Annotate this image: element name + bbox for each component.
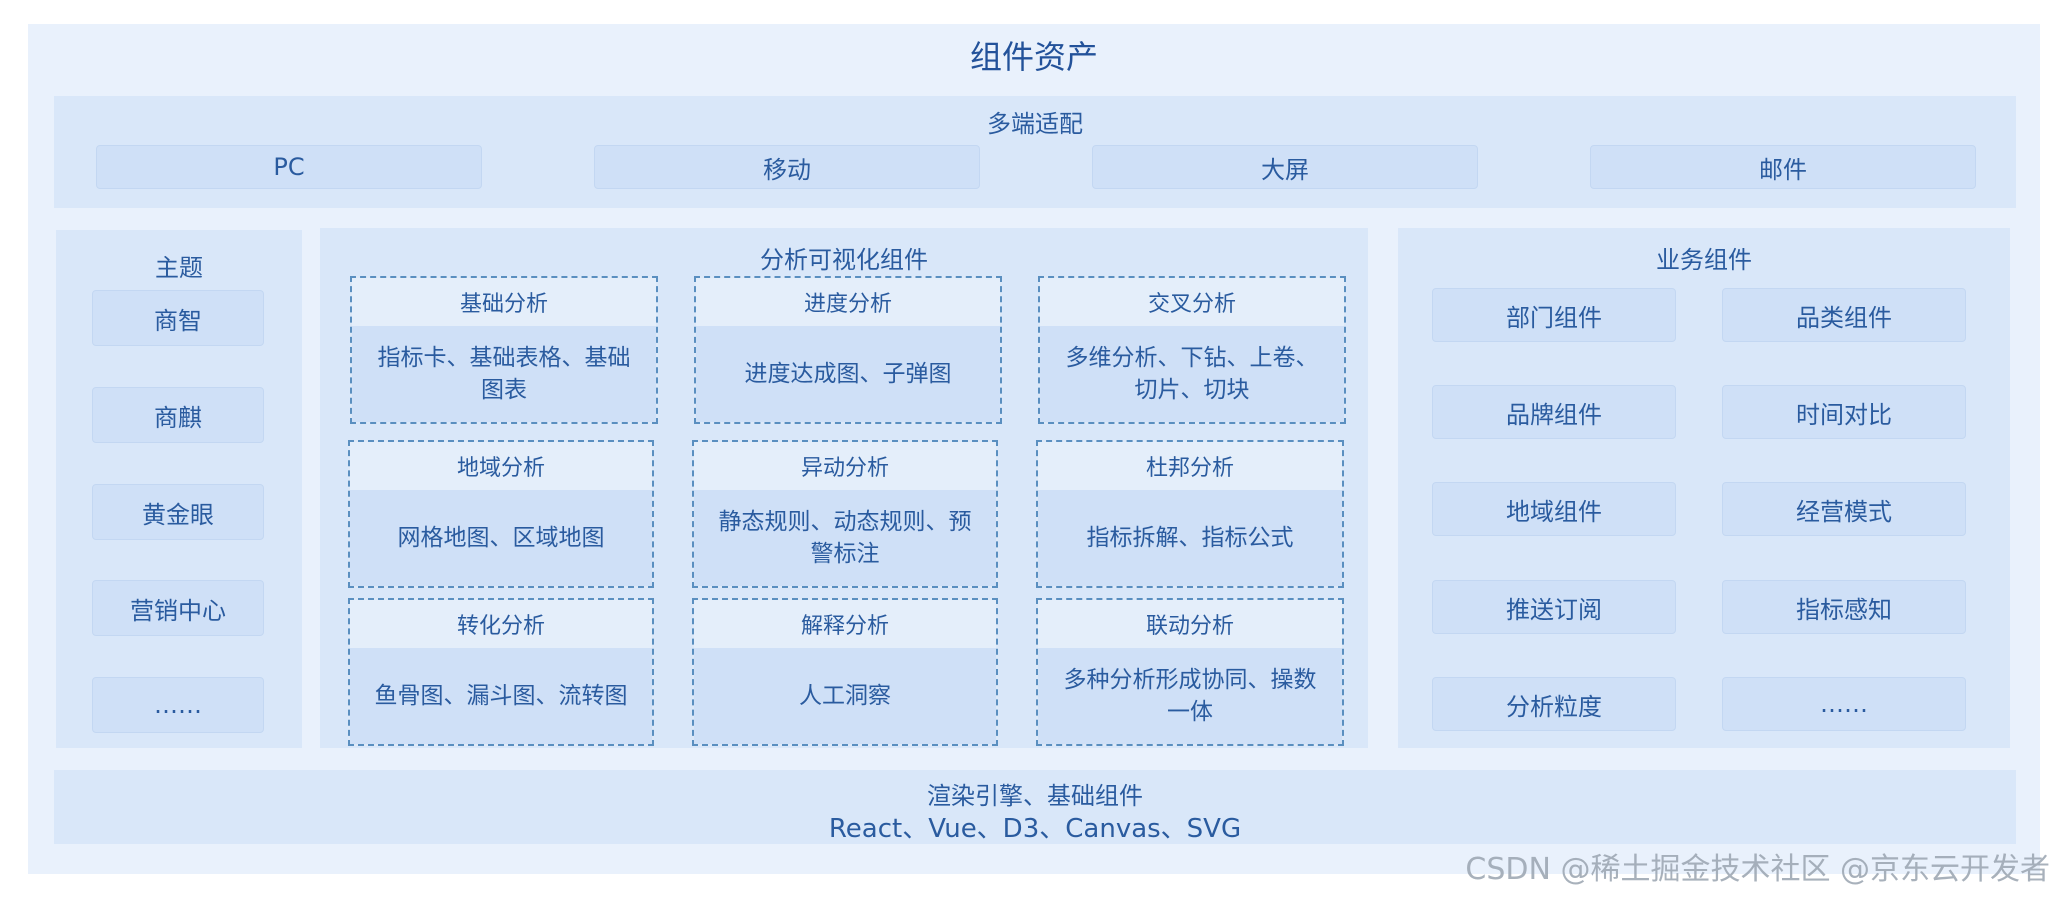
module-title: 解释分析 <box>694 600 996 648</box>
module-title: 异动分析 <box>694 442 996 490</box>
theme-item-more: …… <box>92 677 264 733</box>
module-title: 交叉分析 <box>1040 278 1344 326</box>
business-item-category: 品类组件 <box>1722 288 1966 342</box>
module-dupont-analysis: 杜邦分析 指标拆解、指标公式 <box>1036 440 1344 588</box>
module-basic-analysis: 基础分析 指标卡、基础表格、基础图表 <box>350 276 658 424</box>
module-conversion-analysis: 转化分析 鱼骨图、漏斗图、流转图 <box>348 598 654 746</box>
module-desc: 人工洞察 <box>694 648 996 744</box>
watermark: CSDN @稀土掘金技术社区 @京东云开发者 <box>1465 852 2050 887</box>
engine-section <box>54 770 2016 844</box>
module-progress-analysis: 进度分析 进度达成图、子弹图 <box>694 276 1002 424</box>
theme-item-huangjinyan: 黄金眼 <box>92 484 264 540</box>
module-desc: 静态规则、动态规则、预警标注 <box>694 490 996 586</box>
business-item-push-subscribe: 推送订阅 <box>1432 580 1676 634</box>
theme-item-shangzhi: 商智 <box>92 290 264 346</box>
module-title: 转化分析 <box>350 600 652 648</box>
module-title: 基础分析 <box>352 278 656 326</box>
module-cross-analysis: 交叉分析 多维分析、下钻、上卷、切片、切块 <box>1038 276 1346 424</box>
business-item-region: 地域组件 <box>1432 482 1676 536</box>
theme-title: 主题 <box>155 254 203 282</box>
adapt-item-pc: PC <box>96 145 482 189</box>
module-desc: 进度达成图、子弹图 <box>696 326 1000 422</box>
business-item-metric-sense: 指标感知 <box>1722 580 1966 634</box>
module-linkage-analysis: 联动分析 多种分析形成协同、操数一体 <box>1036 598 1344 746</box>
adapt-item-email: 邮件 <box>1590 145 1976 189</box>
module-desc: 指标拆解、指标公式 <box>1038 490 1342 586</box>
module-title: 地域分析 <box>350 442 652 490</box>
page-title: 组件资产 <box>969 38 1098 76</box>
engine-tech-list: React、Vue、D3、Canvas、SVG <box>828 814 1242 844</box>
module-desc: 鱼骨图、漏斗图、流转图 <box>350 648 652 744</box>
module-desc: 网格地图、区域地图 <box>350 490 652 586</box>
business-item-brand: 品牌组件 <box>1432 385 1676 439</box>
business-item-department: 部门组件 <box>1432 288 1676 342</box>
adapt-title: 多端适配 <box>987 110 1083 138</box>
business-item-more: …… <box>1722 677 1966 731</box>
module-anomaly-analysis: 异动分析 静态规则、动态规则、预警标注 <box>692 440 998 588</box>
theme-item-shangqi: 商麒 <box>92 387 264 443</box>
business-item-operation-mode: 经营模式 <box>1722 482 1966 536</box>
theme-item-marketing-center: 营销中心 <box>92 580 264 636</box>
engine-title: 渲染引擎、基础组件 <box>927 782 1143 810</box>
adapt-item-mobile: 移动 <box>594 145 980 189</box>
business-item-time-compare: 时间对比 <box>1722 385 1966 439</box>
adapt-item-bigscreen: 大屏 <box>1092 145 1478 189</box>
module-desc: 多种分析形成协同、操数一体 <box>1038 648 1342 744</box>
module-region-analysis: 地域分析 网格地图、区域地图 <box>348 440 654 588</box>
module-desc: 指标卡、基础表格、基础图表 <box>352 326 656 422</box>
business-title: 业务组件 <box>1656 246 1752 274</box>
module-title: 联动分析 <box>1038 600 1342 648</box>
module-title: 进度分析 <box>696 278 1000 326</box>
business-item-granularity: 分析粒度 <box>1432 677 1676 731</box>
analysis-title: 分析可视化组件 <box>760 246 928 274</box>
module-title: 杜邦分析 <box>1038 442 1342 490</box>
module-desc: 多维分析、下钻、上卷、切片、切块 <box>1040 326 1344 422</box>
module-explain-analysis: 解释分析 人工洞察 <box>692 598 998 746</box>
